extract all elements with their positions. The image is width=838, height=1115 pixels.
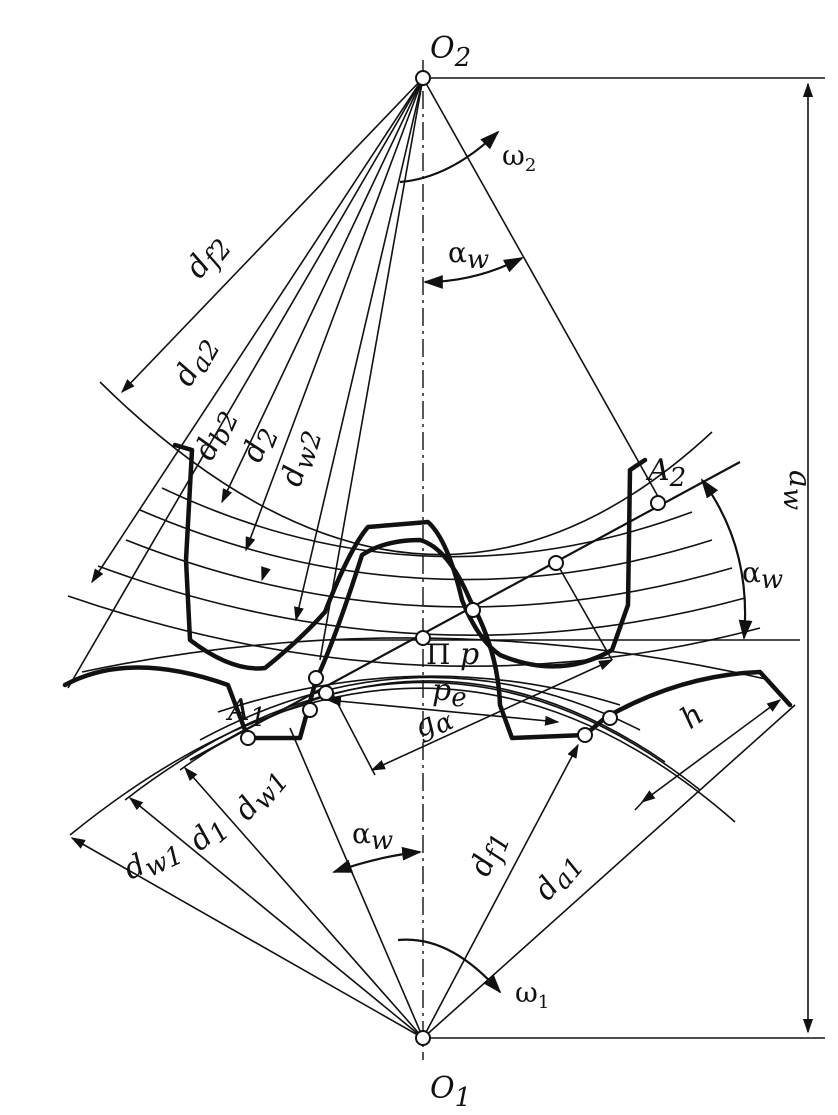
label-p: p: [460, 637, 479, 672]
label-alpha-top: αw: [448, 236, 489, 275]
label-d2: d2: [235, 421, 285, 469]
label-o2: O2: [430, 31, 471, 73]
normal-offset-left: [327, 684, 376, 776]
label-pb: pe: [432, 673, 467, 713]
label-dw1-outer: dw1: [119, 831, 188, 892]
label-omega1: ω1: [515, 976, 549, 1013]
upper-rays: [67, 77, 661, 689]
tooth-height-dimension: [640, 699, 782, 803]
contact-length-arrow: [370, 659, 614, 771]
upper-tooth-profile: [172, 442, 648, 671]
label-db2: db2: [187, 403, 245, 467]
label-a2: A2: [645, 453, 686, 493]
label-aw: aw: [777, 470, 817, 510]
lower-rays: [70, 704, 796, 1039]
label-alpha-right: αw: [742, 556, 783, 595]
alpha-arc-top: [423, 257, 524, 289]
alpha-arc-bottom: [332, 846, 422, 874]
label-da2: da2: [167, 330, 227, 394]
points: [240, 70, 666, 1046]
label-da1: da1: [527, 845, 591, 910]
label-a1: A1: [225, 693, 266, 733]
normal-offset-right: [555, 561, 613, 661]
label-h: h: [674, 697, 710, 737]
label-dw1-inner: dw1: [227, 760, 295, 830]
label-pole: Π: [426, 638, 450, 671]
label-omega2: ω2: [502, 139, 536, 176]
alpha-arc-right: [700, 478, 753, 640]
label-o1: O1: [430, 1071, 471, 1113]
omega1-arc: [397, 938, 502, 994]
omega2-arc: [399, 130, 500, 184]
label-alpha-bottom: αw: [352, 817, 393, 856]
